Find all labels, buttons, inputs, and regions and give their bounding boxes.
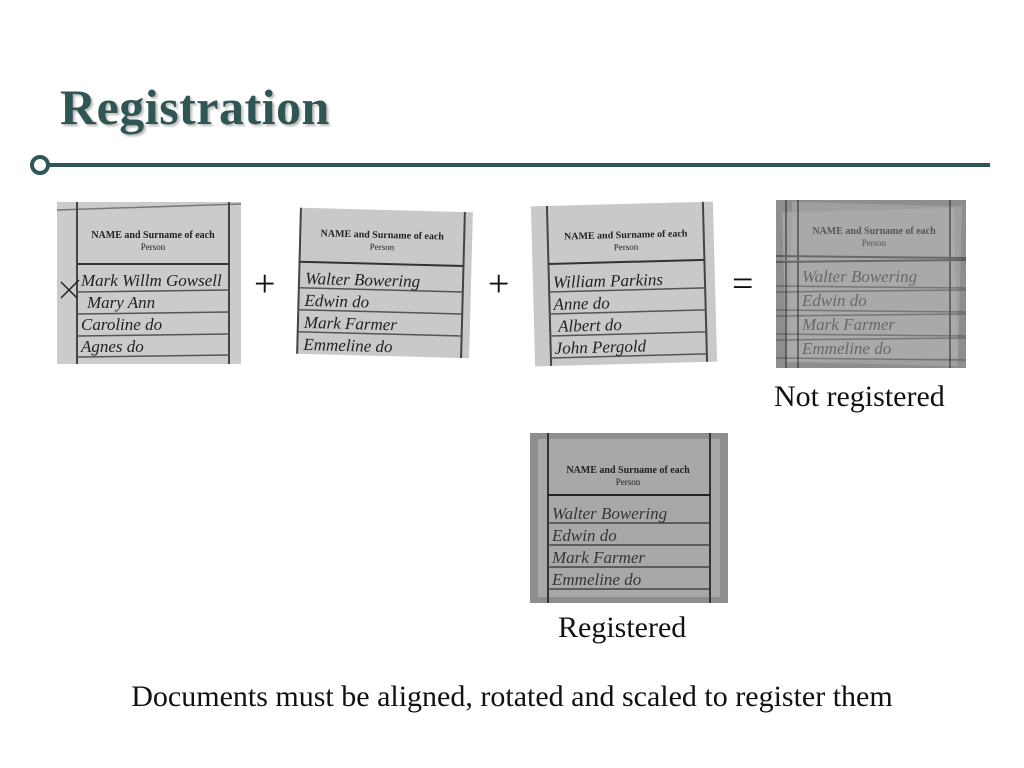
- doc1-name-2: Mary Ann: [86, 293, 155, 312]
- plus-operator-2: +: [488, 263, 510, 305]
- registered-header-line1: NAME and Surname of each: [566, 465, 690, 476]
- doc2-name-3: Mark Farmer: [303, 313, 398, 334]
- doc3-header-line2: Person: [614, 242, 639, 253]
- doc1-name-4: Agnes do: [80, 337, 144, 356]
- doc3-name-1: William Parkins: [553, 270, 664, 292]
- composite-header-line2: Person: [862, 238, 887, 248]
- registered-header-line2: Person: [616, 477, 641, 487]
- doc2-name-4: Emmeline do: [302, 335, 393, 356]
- registered-name-1: Walter Bowering: [552, 504, 667, 523]
- composite-name-3: Mark Farmer: [801, 315, 895, 334]
- plus-operator-1: +: [254, 263, 276, 305]
- footer-description: Documents must be aligned, rotated and s…: [131, 680, 893, 713]
- doc2-header-line1: NAME and Surname of each: [320, 228, 444, 242]
- document-image-2: NAME and Surname of each Person Walter B…: [295, 205, 475, 361]
- doc3-name-3: Albert do: [557, 315, 622, 336]
- doc2-header-line2: Person: [370, 242, 395, 253]
- doc1-name-1: Mark Willm Gowsell: [80, 271, 222, 290]
- doc1-header-line1: NAME and Surname of each: [91, 230, 215, 241]
- document-image-1: NAME and Surname of each Person Mark Wil…: [57, 202, 241, 364]
- doc3-name-4: John Pergold: [554, 336, 646, 357]
- registered-name-3: Mark Farmer: [551, 548, 645, 567]
- doc2-name-2: Edwin do: [303, 291, 369, 312]
- composite-name-2: Edwin do: [801, 291, 867, 310]
- composite-header-line1: NAME and Surname of each: [812, 226, 936, 237]
- caption-not-registered: Not registered: [774, 380, 945, 413]
- registered-composite: NAME and Surname of each Person Walter B…: [530, 433, 728, 603]
- doc3-name-2: Anne do: [552, 293, 610, 313]
- doc1-header-line2: Person: [141, 242, 166, 252]
- equals-operator: =: [732, 263, 754, 305]
- title-underline: [30, 155, 990, 175]
- slide-title: Registration: [60, 79, 330, 135]
- registered-name-4: Emmeline do: [551, 570, 641, 589]
- not-registered-composite: NAME and Surname of each Person Walter B…: [776, 200, 966, 368]
- doc3-header-line1: NAME and Surname of each: [564, 228, 688, 242]
- caption-registered: Registered: [558, 611, 687, 644]
- registered-name-2: Edwin do: [551, 526, 617, 545]
- doc2-name-1: Walter Bowering: [305, 269, 421, 291]
- composite-name-1: Walter Bowering: [802, 267, 917, 286]
- doc1-name-3: Caroline do: [81, 315, 162, 334]
- document-image-3: NAME and Surname of each Person William …: [528, 199, 720, 369]
- composite-name-4: Emmeline do: [801, 339, 891, 358]
